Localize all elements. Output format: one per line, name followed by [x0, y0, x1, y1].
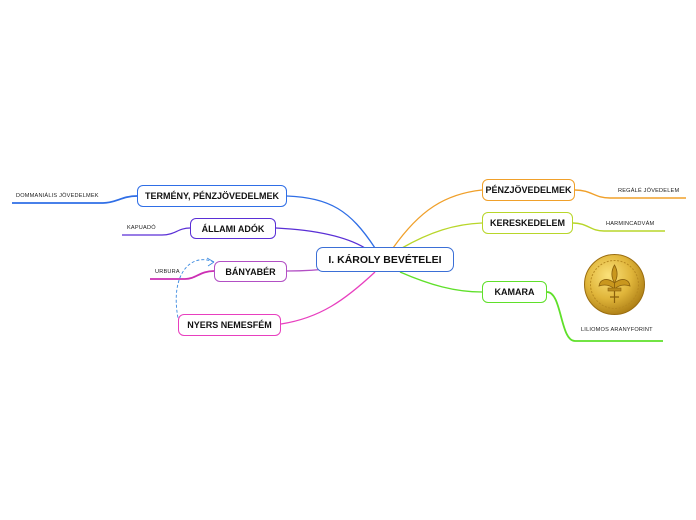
leaf-liliomos-aranyforint[interactable]: LILIOMOS ARANYFORINT [581, 327, 653, 333]
topic-label: KERESKEDELEM [490, 218, 565, 228]
topic-label: NYERS NEMESFÉM [187, 320, 272, 330]
topic-kamara[interactable]: KAMARA [482, 281, 547, 303]
topic-termeny-penzjovedelmek[interactable]: TERMÉNY, PÉNZJÖVEDELMEK [137, 185, 287, 207]
topic-penzjovedelmek[interactable]: PÉNZJÖVEDELMEK [482, 179, 575, 201]
topic-banyaber[interactable]: BÁNYABÉR [214, 261, 287, 282]
leaf-kapuado[interactable]: KAPUADÓ [127, 225, 156, 231]
connector-termeny [287, 196, 375, 248]
leaf-urbura[interactable]: URBURA [155, 269, 180, 275]
leaf-dommanialis-jovedelmek[interactable]: DOMMANIÁLIS JÖVEDELMEK [16, 193, 99, 199]
connector-keresk [402, 223, 482, 248]
connector-allami [276, 228, 365, 248]
topic-label: ÁLLAMI ADÓK [202, 224, 265, 234]
central-topic[interactable]: I. KÁROLY BEVÉTELEI [316, 247, 454, 272]
central-topic-label: I. KÁROLY BEVÉTELEI [328, 254, 441, 266]
topic-allami-adok[interactable]: ÁLLAMI ADÓK [190, 218, 276, 239]
topic-label: PÉNZJÖVEDELMEK [485, 185, 571, 195]
leaf-regale-jovedelem[interactable]: REGÁLÉ JÖVEDELEM [618, 188, 679, 194]
relationship-line [176, 260, 214, 318]
connector-penz [393, 190, 482, 248]
topic-label: KAMARA [495, 287, 535, 297]
gold-florin-coin-icon [583, 253, 646, 316]
connector-kamara [400, 272, 482, 292]
connector-nyers [281, 272, 375, 324]
topic-label: BÁNYABÉR [225, 267, 275, 277]
leaf-harmincadvam[interactable]: HARMINCADVÁM [606, 221, 654, 227]
topic-label: TERMÉNY, PÉNZJÖVEDELMEK [145, 191, 279, 201]
topic-nyers-nemesfem[interactable]: NYERS NEMESFÉM [178, 314, 281, 336]
topic-kereskedelem[interactable]: KERESKEDELEM [482, 212, 573, 234]
